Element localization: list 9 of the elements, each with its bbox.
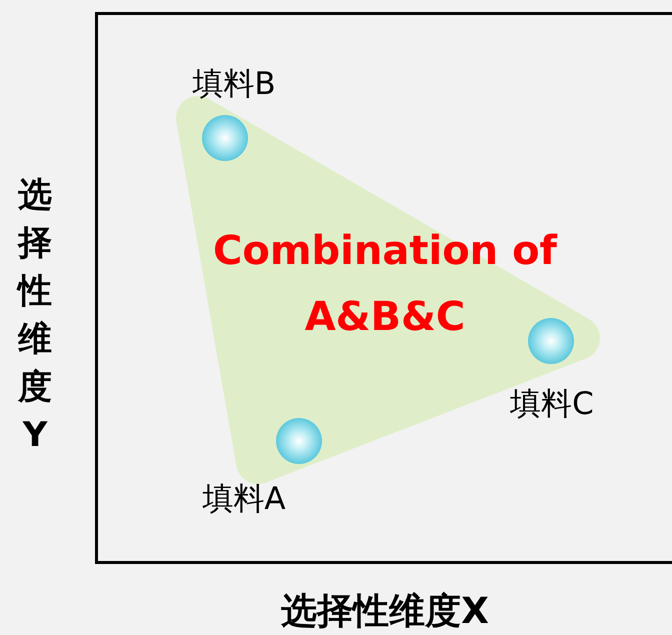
- filler-particle: [276, 418, 322, 464]
- filler-label: 填料C: [510, 386, 594, 422]
- axis-title: 选择性维度X: [281, 590, 489, 634]
- filler-particle: [528, 318, 574, 364]
- region-label: Combination of A&B&C: [212, 227, 558, 342]
- filler-label: 填料A: [202, 481, 286, 517]
- filler-label: 填料B: [192, 66, 276, 102]
- filler-particle: [202, 115, 248, 161]
- axis-title: 选择性维度Y: [17, 174, 53, 457]
